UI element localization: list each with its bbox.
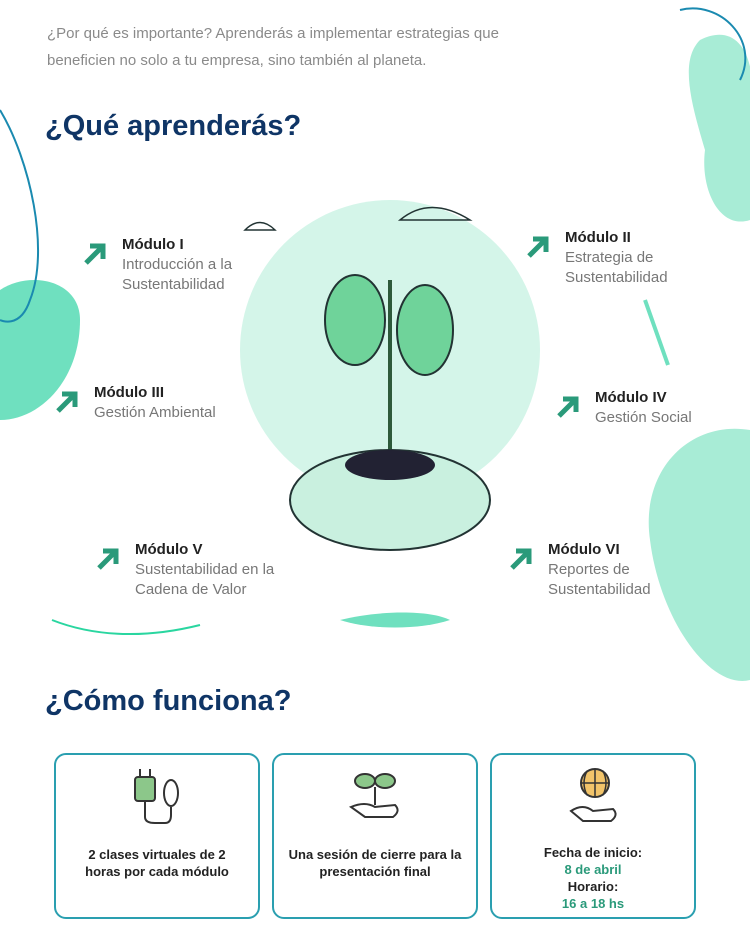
module-title: Módulo V [135,541,203,558]
schedule-value: 16 a 18 hs [561,896,625,911]
card-text: 2 clases virtuales de 2 horas por cada m… [85,847,229,879]
module-title: Módulo I [122,236,184,253]
module-2: Módulo II Estrategia de Sustentabilidad [525,228,685,288]
start-date-label: Fecha de inicio: [543,845,643,860]
module-subtitle: Gestión Social [595,409,692,426]
arrow-up-right-icon [56,391,78,413]
module-subtitle: Sustentabilidad en la Cadena de Valor [135,561,275,598]
module-4: Módulo IV Gestión Social [555,388,692,428]
module-subtitle: Introducción a la Sustentabilidad [122,256,233,293]
module-subtitle: Reportes de Sustentabilidad [548,561,651,598]
plug-leaf-icon [134,769,179,824]
hand-plant-icon [348,773,399,818]
arrow-up-right-icon [84,243,106,265]
module-title: Módulo II [565,229,631,246]
card-schedule: Fecha de inicio: 8 de abril Horario: 16 … [490,753,696,919]
card-text: Una sesión de cierre para la presentació… [288,847,462,879]
intro-text: ¿Por qué es importante? Aprenderás a imp… [47,25,499,69]
start-date-value: 8 de abril [564,862,622,877]
module-subtitle: Estrategia de Sustentabilidad [565,249,668,286]
card-closing: Una sesión de cierre para la presentació… [272,753,478,919]
arrow-up-right-icon [97,548,119,570]
module-subtitle: Gestión Ambiental [94,404,216,421]
module-1: Módulo I Introducción a la Sustentabilida… [82,235,252,295]
module-3: Módulo III Gestión Ambiental [54,383,216,423]
arrow-up-right-icon [557,396,579,418]
module-5: Módulo V Sustentabilidad en la Cadena de … [95,540,305,600]
module-title: Módulo III [94,384,164,401]
section-title-learn: ¿Qué aprenderás? [45,110,302,142]
module-6: Módulo VI Reportes de Sustentabilidad [508,540,668,600]
section-title-how: ¿Cómo funciona? [45,685,292,717]
module-title: Módulo IV [595,389,667,406]
hand-globe-icon [569,768,617,822]
schedule-label: Horario: [567,879,619,894]
arrow-up-right-icon [510,548,532,570]
module-title: Módulo VI [548,541,620,558]
arrow-up-right-icon [527,236,549,258]
card-classes: 2 clases virtuales de 2 horas por cada m… [54,753,260,919]
